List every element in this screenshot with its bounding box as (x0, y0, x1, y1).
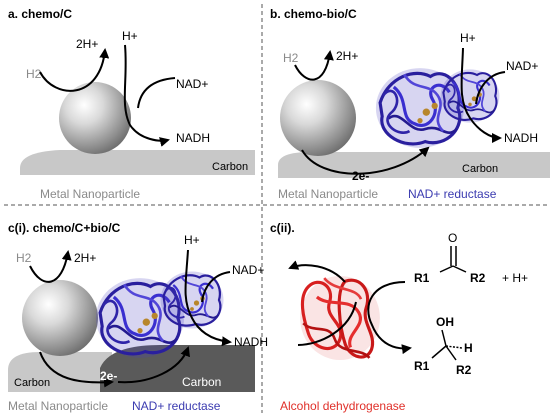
panel-cii-ketone-r2: R2 (470, 271, 486, 285)
panel-cii-alcohol-oh: OH (436, 315, 454, 329)
panel-cii-ketone-bond-r2 (452, 265, 467, 273)
panel-cii: c(ii). O R1 R2 + H+ OH H R1 R2 Alcohol d… (270, 221, 528, 413)
panel-a-caption: Metal Nanoparticle (40, 187, 140, 201)
panel-cii-nad-arrow (288, 260, 346, 283)
panel-a-h2: H2 (26, 67, 42, 81)
panel-cii-alcohol-r1: R1 (414, 359, 430, 373)
panel-a-nad-arrow (137, 77, 176, 109)
panel-a-h2-arrow (39, 48, 110, 92)
panel-ci-electron-arrow-2 (117, 346, 190, 384)
panel-a: a. chemo/C Carbon H2 2H+ H+ NAD+ NADH Me… (8, 7, 255, 201)
panel-b-title: b. chemo-bio/C (270, 7, 357, 21)
panel-b-caption-enzyme: NAD+ reductase (408, 187, 497, 201)
panel-b-nadh: NADH (504, 131, 538, 145)
panel-cii-ketone-r1: R1 (414, 271, 430, 285)
panel-cii-title: c(ii). (270, 221, 295, 235)
panel-b-nad: NAD+ (506, 59, 538, 73)
panel-cii-alcohol-bond-r1 (431, 345, 447, 359)
panel-a-nad: NAD+ (176, 77, 208, 91)
panel-cii-ketone-bond-r1 (439, 265, 454, 273)
panel-ci-caption-enzyme: NAD+ reductase (132, 399, 221, 413)
panel-b-nanoparticle (280, 80, 356, 156)
panel-a-carbon-support (20, 150, 255, 175)
panel-b-h-plus: H+ (460, 31, 476, 45)
panel-ci-h-plus: H+ (184, 233, 200, 247)
panel-a-nanoparticle (59, 82, 131, 154)
panel-b-2h-plus: 2H+ (336, 49, 358, 63)
panel-b-h2-arrow (294, 50, 334, 81)
panel-cii-alcohol-bond-h (445, 345, 463, 349)
panel-ci-h2: H2 (16, 251, 32, 265)
panel-cii-caption: Alcohol dehydrogenase (280, 399, 406, 413)
panel-b-electrons: 2e- (352, 169, 369, 183)
panel-ci: c(i). chemo/C+bio/C Carbon Carbon H2 2H+… (8, 221, 268, 413)
panel-cii-alcohol-bond-r2 (445, 345, 457, 361)
panel-b: b. chemo-bio/C Carbon H2 2H+ H+ NAD+ NAD… (270, 7, 550, 201)
panel-cii-ketone-plus: + H+ (502, 271, 528, 285)
panel-ci-nadh: NADH (234, 335, 268, 349)
panel-a-carbon-label: Carbon (212, 161, 248, 173)
panel-b-nadh-arrow (460, 47, 502, 143)
panel-b-nad-arrow (475, 71, 506, 105)
panel-cii-alcohol-dehydrogenase (298, 274, 382, 362)
panel-ci-carbon-right-label: Carbon (182, 375, 221, 389)
panel-cii-alcohol-r2: R2 (456, 363, 472, 377)
panel-b-h2: H2 (283, 51, 299, 65)
panel-cii-alcohol-h: H (464, 341, 473, 355)
panel-b-carbon-label: Carbon (462, 163, 498, 175)
panel-a-nadh: NADH (176, 131, 210, 145)
panel-ci-electron-arrow-1 (39, 351, 114, 388)
panel-ci-nad: NAD+ (232, 263, 264, 277)
panel-cii-alcohol-bond-oh (441, 329, 447, 347)
panel-ci-nad-arrow (201, 271, 231, 303)
panel-b-carbon-support (278, 152, 550, 178)
panel-a-h-plus: H+ (122, 29, 138, 43)
panel-a-2h-plus: 2H+ (76, 37, 98, 51)
panel-ci-nanoparticle (22, 280, 98, 356)
panel-b-electron-arrow (301, 146, 430, 175)
panel-ci-nadh-arrow (184, 249, 232, 347)
panel-a-nadh-arrow (123, 44, 170, 147)
panel-a-title: a. chemo/C (8, 7, 72, 21)
panel-b-caption-metal: Metal Nanoparticle (278, 187, 378, 201)
panel-ci-h2-arrow (29, 250, 72, 283)
panel-ci-electrons: 2e- (100, 369, 117, 383)
panel-cii-nadh-arrow (297, 301, 357, 346)
panel-ci-2h-plus: 2H+ (74, 251, 96, 265)
panel-cii-ketone-o: O (448, 231, 457, 245)
panel-cii-substrate-arrow (367, 281, 412, 355)
panel-ci-title: c(i). chemo/C+bio/C (8, 221, 121, 235)
panel-ci-carbon-left-label: Carbon (14, 377, 50, 389)
panel-ci-caption-metal: Metal Nanoparticle (8, 399, 108, 413)
